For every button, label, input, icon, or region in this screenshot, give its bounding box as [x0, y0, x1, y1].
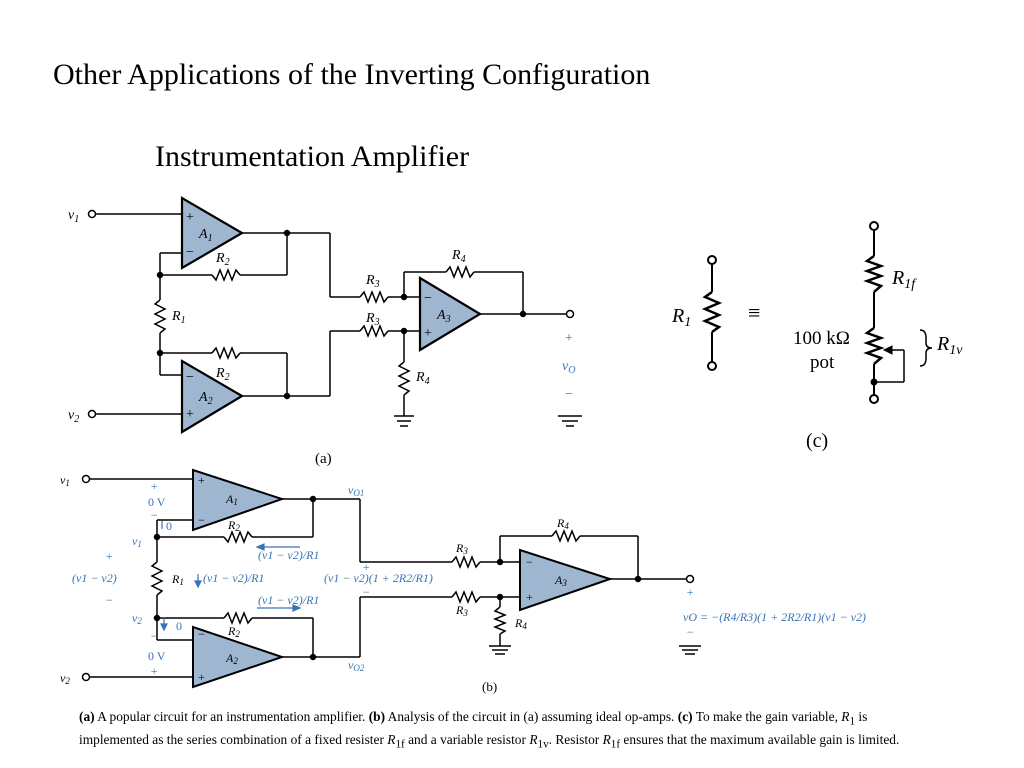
svg-text:+: + — [686, 585, 694, 599]
figure-caption: (a) A popular circuit for an instrumenta… — [79, 709, 900, 751]
svg-text:+: + — [198, 670, 205, 684]
potentiometer-r1v — [863, 326, 885, 365]
svg-text:−: − — [198, 513, 205, 527]
figure-a-label: (a) — [315, 451, 332, 467]
slide-title: Other Applications of the Inverting Conf… — [53, 58, 651, 91]
pot-type-label: pot — [810, 352, 835, 373]
zero-top: 0 — [166, 519, 172, 533]
c-r1-label: R1 — [671, 305, 691, 330]
opamp-a1 — [180, 196, 245, 270]
opamp-a2-b — [192, 625, 286, 689]
svg-text:R4: R4 — [451, 248, 466, 265]
resistor-r4-feedback — [445, 264, 475, 280]
current-top: (v1 − v2)/R1 — [258, 548, 319, 562]
svg-text:−: − — [186, 245, 194, 260]
svg-text:−: − — [150, 508, 158, 522]
svg-text:vO: vO — [562, 359, 575, 376]
svg-text:−: − — [565, 387, 573, 402]
svg-text:v2: v2 — [60, 671, 70, 686]
svg-text:R3: R3 — [365, 311, 380, 328]
zero-bottom: 0 — [176, 619, 182, 633]
input-terminal-v1 — [87, 209, 97, 219]
svg-text:+: + — [526, 590, 533, 604]
svg-text:R2: R2 — [215, 251, 230, 268]
brace-r1v — [919, 329, 933, 367]
svg-text:R3: R3 — [455, 603, 468, 618]
svg-text:−: − — [150, 629, 158, 643]
svg-text:R2: R2 — [227, 518, 240, 533]
resistor-r1f — [863, 254, 885, 293]
svg-text:v1: v1 — [68, 208, 79, 225]
opamp-a3-b — [519, 548, 614, 612]
svg-text:R4: R4 — [514, 616, 527, 631]
zero-volt-bottom: 0 V — [148, 649, 166, 663]
output-equation: vO = −(R4/R3)(1 + 2R2/R1)(v1 − v2) — [683, 610, 866, 624]
resistor-r3-top — [359, 289, 389, 305]
svg-text:vO1: vO1 — [348, 483, 364, 498]
svg-text:R1: R1 — [171, 572, 184, 587]
figure-b — [81, 468, 701, 689]
svg-text:+: + — [198, 473, 205, 487]
opamp-a1-b — [192, 468, 286, 532]
resistor-r4-ground — [397, 361, 411, 396]
svg-text:−: − — [198, 627, 205, 641]
svg-text:R2: R2 — [227, 624, 240, 639]
svg-text:−: − — [186, 370, 194, 385]
svg-text:R4: R4 — [556, 516, 569, 531]
output-terminal-vo — [565, 309, 575, 319]
figure-b-label: (b) — [482, 679, 497, 694]
svg-text:+: + — [186, 210, 194, 225]
voltage-r1: (v1 − v2) — [72, 571, 117, 585]
current-bottom: (v1 − v2)/R1 — [258, 593, 319, 607]
resistor-r1 — [153, 299, 167, 334]
svg-text:R3: R3 — [365, 273, 380, 290]
svg-text:−: − — [686, 625, 694, 639]
svg-text:−: − — [105, 593, 113, 607]
resistor-r2-bottom — [211, 345, 241, 361]
svg-text:R1: R1 — [171, 309, 186, 326]
svg-text:+: + — [186, 407, 194, 422]
c-r1f-label: R1f — [891, 267, 917, 292]
svg-text:v1: v1 — [132, 534, 142, 549]
pot-value-label: 100 kΩ — [793, 328, 850, 349]
figure-c — [701, 221, 933, 404]
figure-a — [87, 196, 582, 434]
slide-subtitle: Instrumentation Amplifier — [155, 140, 470, 173]
gain-term: (v1 − v2)(1 + 2R2/R1) — [324, 571, 433, 585]
svg-text:+: + — [150, 479, 158, 493]
equivalence-symbol: ≡ — [748, 300, 760, 325]
figure-c-label: (c) — [806, 430, 828, 452]
svg-text:+: + — [424, 326, 432, 341]
svg-text:+: + — [565, 331, 573, 346]
svg-text:v2: v2 — [132, 611, 142, 626]
svg-text:R3: R3 — [455, 541, 468, 556]
zero-volt-top: 0 V — [148, 495, 166, 509]
svg-text:R4: R4 — [415, 370, 430, 387]
svg-text:R2: R2 — [215, 366, 230, 383]
resistor-r2-top — [211, 267, 241, 283]
svg-text:+: + — [105, 549, 113, 563]
svg-text:−: − — [362, 585, 370, 599]
resistor-r1-equivalent — [701, 290, 723, 334]
svg-text:+: + — [150, 664, 158, 678]
svg-text:v2: v2 — [68, 408, 79, 425]
c-r1v-label: R1v — [936, 333, 963, 358]
svg-text:+: + — [362, 560, 370, 574]
current-r1: (v1 − v2)/R1 — [203, 571, 264, 585]
resistor-r3-bottom — [359, 323, 389, 339]
input-terminal-v2 — [87, 409, 97, 419]
opamp-a3 — [418, 276, 483, 352]
opamp-a2 — [180, 359, 245, 434]
svg-text:−: − — [424, 291, 432, 306]
svg-text:vO2: vO2 — [348, 658, 365, 673]
svg-text:v1: v1 — [60, 473, 70, 488]
svg-text:−: − — [526, 555, 533, 569]
